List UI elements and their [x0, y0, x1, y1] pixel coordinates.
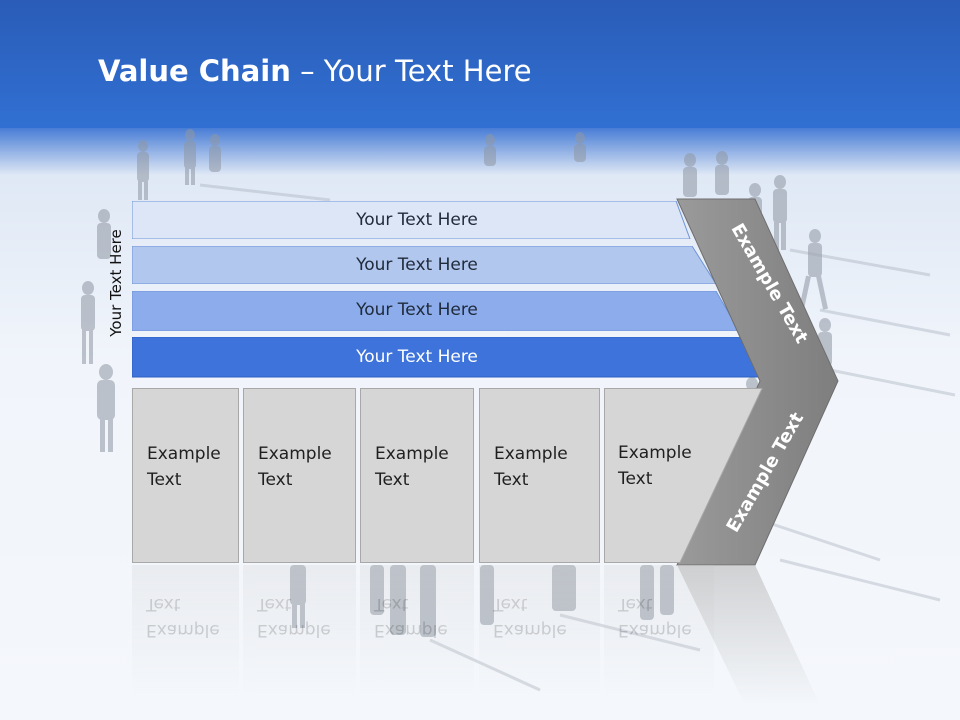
box-2-reflection: Example Text [243, 565, 356, 695]
activity-box-5-shape [604, 388, 763, 563]
activity-box-4: Example Text [479, 388, 600, 563]
slide-title: Value Chain – Your Text Here [98, 54, 532, 88]
activity-box-5: Example Text [618, 443, 692, 489]
activity-box-3: Example Text [360, 388, 474, 563]
support-bar-2-label: Your Text Here [356, 255, 478, 275]
box-4-reflection: Example Text [479, 565, 600, 695]
side-label: Your Text Here [107, 229, 125, 337]
support-bar-3-label: Your Text Here [356, 300, 478, 320]
support-bar-4-label: Your Text Here [356, 347, 478, 367]
box-5-reflection: Example Text [604, 565, 714, 695]
activity-box-1: Example Text [132, 388, 239, 563]
box-3-reflection: Example Text [360, 565, 474, 695]
box-1-reflection: Example Text [132, 565, 239, 695]
chevron-reflection [677, 565, 820, 705]
activity-box-2: Example Text [243, 388, 356, 563]
header-band [0, 0, 960, 128]
support-bar-1-label: Your Text Here [356, 210, 478, 230]
